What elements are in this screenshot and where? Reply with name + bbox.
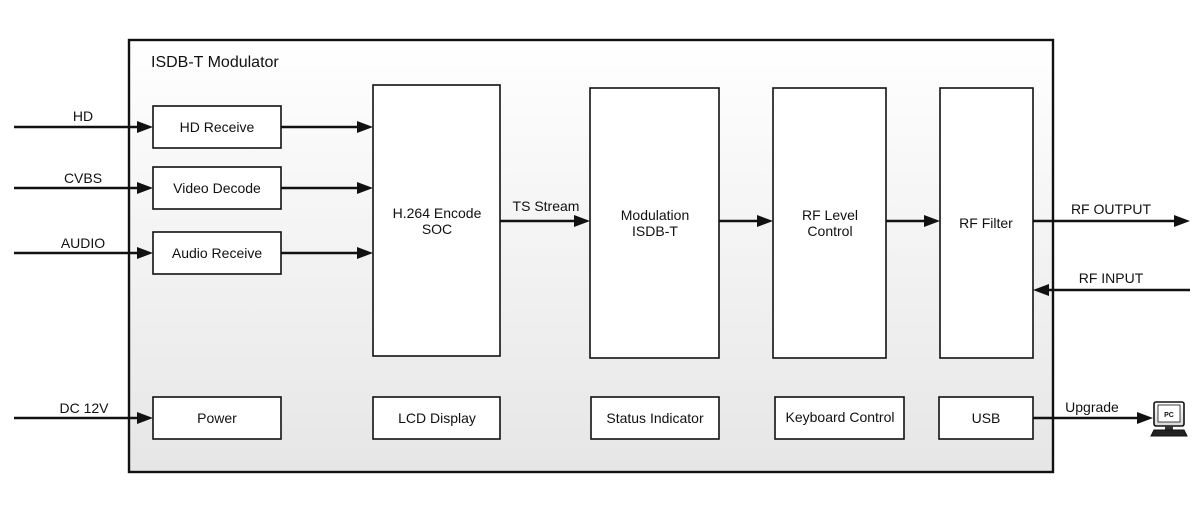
audio-receive-block [152,231,282,275]
encoder-label-line2: SOC [422,221,452,237]
video-to-encoder-arrow [281,182,373,194]
hd-receive-block [152,105,282,149]
rf-level-label-line2: Control [807,223,852,239]
upgrade-label: Upgrade [1065,399,1119,415]
hd-receive-label: HD Receive [180,119,255,135]
upgrade-signal: Upgrade [1033,399,1153,424]
lcd-display-label: LCD Display [398,410,476,426]
audio-input-label: AUDIO [61,235,105,251]
audio-input-signal: AUDIO [14,235,153,259]
status-indicator-block [590,396,720,440]
hd-to-encoder-arrow [281,121,373,133]
rf-level-to-filter-arrow [886,215,940,227]
pc-icon: PC [1150,401,1188,437]
power-block [152,396,282,440]
cvbs-input-signal: CVBS [14,170,153,194]
rf-input-signal: RF INPUT [1033,270,1190,296]
modulation-to-rf-level-arrow [719,215,773,227]
modulation-block [589,87,720,359]
video-decode-block [152,166,282,210]
diagram-title: ISDB-T Modulator [151,54,279,71]
hd-input-label: HD [73,108,93,124]
audio-receive-label: Audio Receive [172,245,262,261]
rf-level-label-line1: RF Level [802,207,858,223]
video-decode-label: Video Decode [173,180,261,196]
usb-block [938,396,1034,440]
rf-output-signal: RF OUTPUT [1033,201,1190,227]
keyboard-control-block [774,396,905,440]
keyboard-control-label: Keyboard Control [786,409,895,425]
rf-input-label: RF INPUT [1079,270,1144,286]
power-label: Power [197,410,237,426]
dc-input-label: DC 12V [59,400,109,416]
hd-input-signal: HD [14,108,153,133]
h264-encoder-block [372,84,501,357]
rf-filter-label: RF Filter [959,215,1013,231]
modulation-label-line2: ISDB-T [632,223,678,239]
ts-stream-label: TS Stream [513,198,580,214]
cvbs-input-label: CVBS [64,170,102,186]
dc-input-signal: DC 12V [14,400,153,424]
rf-filter-block [939,87,1034,359]
pc-icon-label: PC [1164,412,1174,419]
encoder-label-line1: H.264 Encode [393,205,482,221]
audio-to-encoder-arrow [281,247,373,259]
modulation-label-line1: Modulation [621,207,690,223]
usb-label: USB [972,410,1001,426]
rf-output-label: RF OUTPUT [1071,201,1152,217]
status-indicator-label: Status Indicator [606,410,704,426]
rf-level-control-block [772,87,887,359]
lcd-display-block [372,396,501,440]
ts-stream-arrow: TS Stream [500,198,590,227]
